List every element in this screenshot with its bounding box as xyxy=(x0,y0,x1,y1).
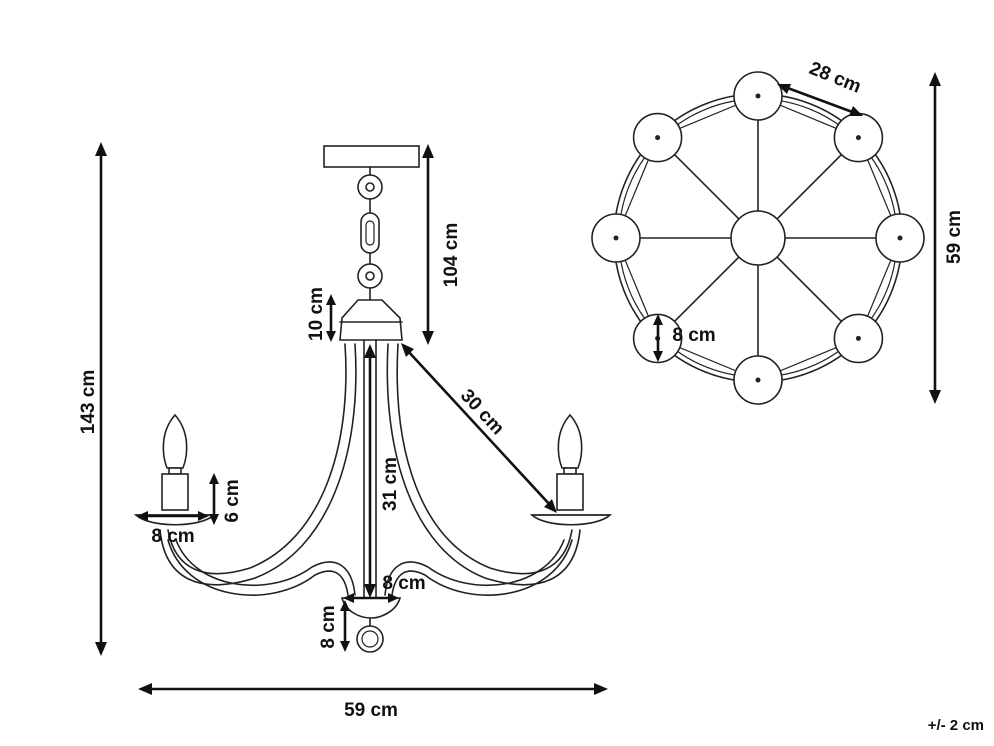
side-view xyxy=(133,145,613,653)
top-view xyxy=(591,71,925,405)
chain xyxy=(357,166,383,301)
top-cups xyxy=(591,71,925,405)
top-candle-pin xyxy=(755,93,761,99)
label-top-cup: 8 cm xyxy=(672,325,715,346)
label-finial-height: 8 cm xyxy=(318,605,339,648)
top-center-hub xyxy=(730,210,786,266)
top-candle-pin xyxy=(855,335,861,341)
top-candle-pin xyxy=(613,235,619,241)
top-candle-pin xyxy=(855,135,861,141)
left-arm xyxy=(159,343,357,596)
top-dimension-lines xyxy=(653,72,941,404)
label-top-diameter: 59 cm xyxy=(944,210,965,264)
top-candle-pin xyxy=(655,135,661,141)
label-bottom-width: 8 cm xyxy=(382,573,425,594)
finial-ball xyxy=(356,625,384,653)
top-candle-pin xyxy=(897,235,903,241)
label-body-height: 31 cm xyxy=(380,457,401,511)
center-body-top xyxy=(339,299,403,341)
tolerance-note: +/- 2 cm xyxy=(928,717,984,734)
top-spoke xyxy=(672,256,740,324)
label-canopy-height: 10 cm xyxy=(306,287,327,341)
top-candle-pin xyxy=(755,377,761,383)
top-spoke xyxy=(672,152,740,220)
right-candle xyxy=(529,413,613,526)
label-top-spacing: 28 cm xyxy=(806,58,864,98)
label-candle-height: 6 cm xyxy=(222,479,243,522)
top-spoke xyxy=(776,256,844,324)
dimension-lines xyxy=(95,142,608,695)
label-total-width: 59 cm xyxy=(344,700,398,721)
left-candle xyxy=(133,413,217,526)
right-arm xyxy=(384,343,581,596)
top-spoke xyxy=(776,152,844,220)
center-stem xyxy=(363,339,377,599)
label-cup-width: 8 cm xyxy=(151,526,194,547)
label-chain-length: 104 cm xyxy=(441,223,462,287)
ceiling-canopy xyxy=(323,145,420,168)
label-total-height: 143 cm xyxy=(78,370,99,434)
